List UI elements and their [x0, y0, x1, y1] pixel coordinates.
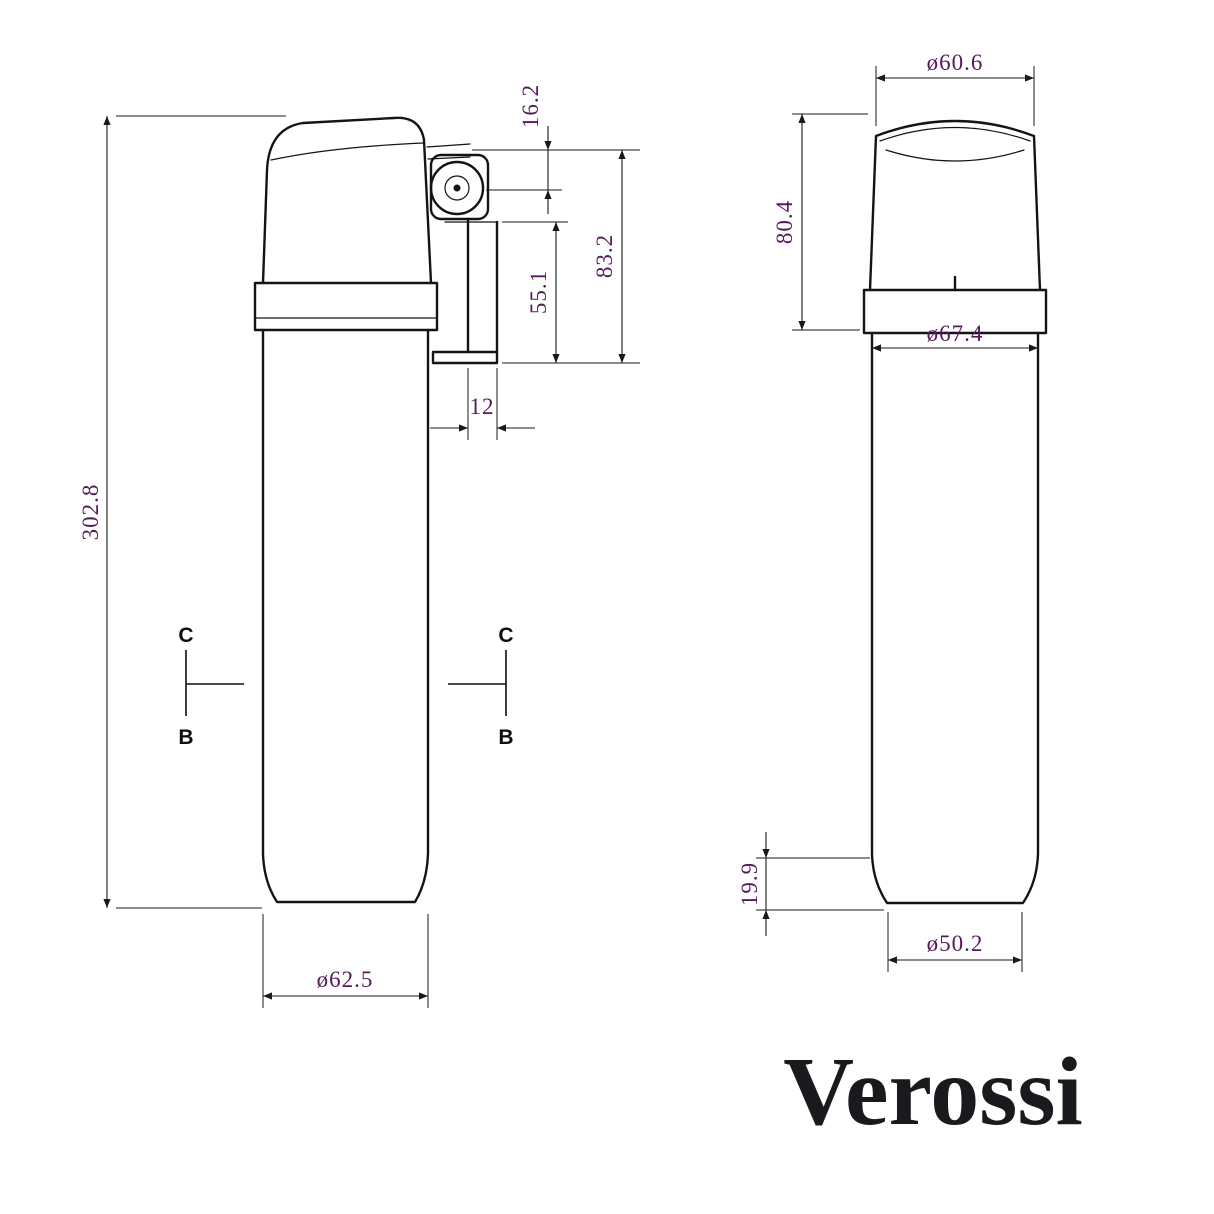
dim-cap-height: 80.4 — [772, 113, 868, 331]
section-label-b-left: B — [178, 726, 193, 749]
section-label-c-left: C — [178, 624, 193, 647]
dim-front-base-diameter-label: ø50.2 — [927, 931, 984, 956]
section-label-b-right: B — [498, 726, 513, 749]
dim-cap-height-label: 80.4 — [772, 200, 797, 244]
dim-overall-height: 302.8 — [78, 115, 286, 909]
dim-cap-diameter-label: ø60.6 — [927, 50, 984, 75]
dim-head-assembly-height-label: 83.2 — [592, 234, 617, 278]
dim-base-height-label: 19.9 — [737, 862, 762, 906]
dim-cap-diameter: ø60.6 — [875, 50, 1035, 126]
dim-head-assembly-height: 83.2 — [592, 150, 626, 363]
brand-logo: Verossi — [783, 1038, 1083, 1146]
dim-front-base-diameter: ø50.2 — [887, 912, 1023, 972]
side-view-outline — [253, 116, 499, 904]
dim-side-base-diameter-label: ø62.5 — [317, 967, 374, 992]
dim-body-diameter-label: ø67.4 — [927, 321, 984, 346]
dim-base-height: 19.9 — [737, 832, 884, 936]
front-view-outline — [862, 119, 1048, 905]
dim-side-base-diameter: ø62.5 — [262, 914, 429, 1008]
dim-body-diameter: ø67.4 — [872, 321, 1038, 352]
dim-bracket-height: 55.1 — [502, 221, 640, 364]
side-view-dimensions: 302.8 16.2 55.1 83.2 — [78, 84, 640, 1008]
section-marker-right: C B — [448, 624, 514, 749]
section-label-c-right: C — [498, 624, 513, 647]
dim-valve-offset: 16.2 — [472, 84, 640, 214]
dim-bracket-width: 12 — [430, 368, 535, 440]
front-view: ø60.6 80.4 ø67.4 19.9 — [737, 50, 1048, 972]
dim-valve-offset-label: 16.2 — [518, 84, 543, 128]
section-marker-left: C B — [178, 624, 244, 749]
dim-overall-height-label: 302.8 — [78, 484, 103, 541]
side-view: 302.8 16.2 55.1 83.2 — [78, 84, 640, 1008]
dim-bracket-height-label: 55.1 — [526, 270, 551, 314]
front-view-dimensions: ø60.6 80.4 ø67.4 19.9 — [737, 50, 1038, 972]
dim-bracket-width-label: 12 — [470, 394, 495, 419]
